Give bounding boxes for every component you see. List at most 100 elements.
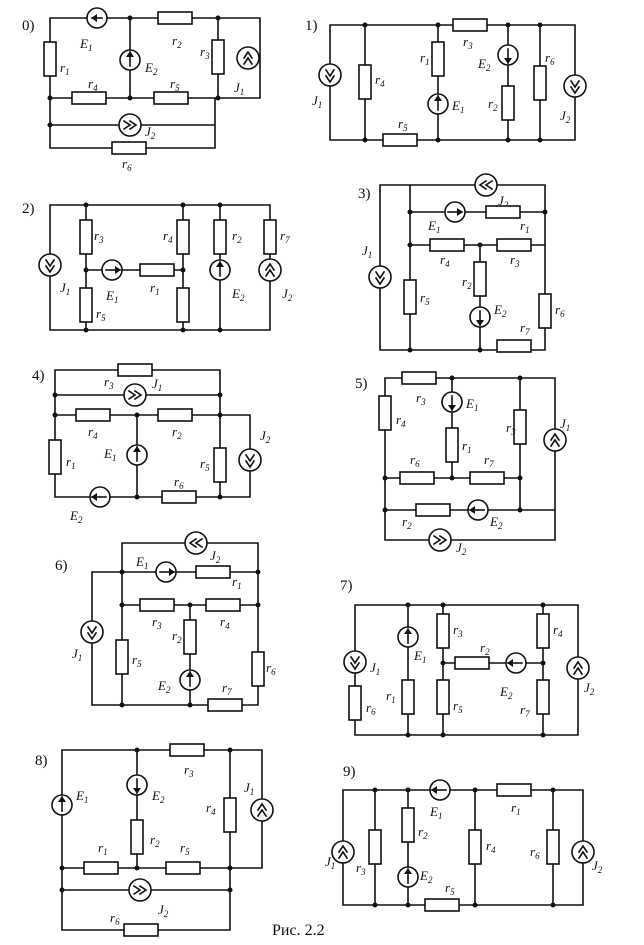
svg-text:r3: r3 (184, 762, 194, 779)
svg-text:r7: r7 (222, 680, 232, 697)
svg-text:r5: r5 (180, 840, 190, 857)
circuit-9: 9) E1 r1 r2 r4 r6 J1 r3 E2 J2 r5 (325, 764, 603, 912)
circuit-4: 4) r3 J1 r4 r2 J2 r1 E1 r5 r6 E2 (32, 363, 271, 525)
svg-text:r6: r6 (555, 302, 565, 319)
svg-text:r5: r5 (398, 116, 408, 133)
svg-text:J2: J2 (158, 902, 169, 919)
circuit-label: 1) (305, 18, 318, 34)
svg-text:r2: r2 (418, 824, 428, 841)
svg-text:r1: r1 (520, 218, 530, 235)
svg-text:r4: r4 (88, 424, 98, 441)
svg-text:r1: r1 (420, 50, 430, 67)
svg-text:r4: r4 (88, 76, 98, 93)
svg-text:r4: r4 (375, 72, 385, 89)
svg-text:E1: E1 (105, 288, 118, 305)
circuit-label: 0) (22, 18, 35, 34)
svg-text:J2: J2 (584, 680, 595, 697)
svg-text:r6: r6 (366, 700, 376, 717)
svg-text:r6: r6 (410, 452, 420, 469)
svg-text:J2: J2 (560, 108, 571, 125)
svg-text:r1: r1 (150, 280, 160, 297)
svg-text:E2: E2 (231, 286, 245, 303)
svg-text:r2: r2 (480, 640, 490, 657)
svg-text:r2: r2 (150, 832, 160, 849)
svg-text:r2: r2 (402, 514, 412, 531)
svg-text:r5: r5 (445, 880, 455, 897)
svg-text:J1: J1 (152, 376, 162, 393)
circuit-7: 7) r3 r4 r2 J1 E1 E2 J2 r6 r1 r5 r7 (340, 578, 595, 738)
svg-text:r3: r3 (416, 390, 426, 407)
svg-text:E2: E2 (144, 60, 158, 77)
svg-text:J1: J1 (560, 416, 570, 433)
svg-text:J2: J2 (592, 858, 603, 875)
svg-text:r6: r6 (266, 660, 276, 677)
svg-text:E1: E1 (103, 446, 116, 463)
svg-text:J2: J2 (498, 193, 509, 210)
svg-text:J1: J1 (362, 243, 372, 260)
svg-text:E1: E1 (465, 396, 478, 413)
svg-text:r5: r5 (453, 698, 463, 715)
svg-text:E2: E2 (157, 678, 171, 695)
svg-text:J1: J1 (60, 280, 70, 297)
svg-text:E2: E2 (69, 508, 83, 525)
svg-text:r3: r3 (152, 614, 162, 631)
svg-text:r2: r2 (172, 424, 182, 441)
svg-text:J1: J1 (234, 80, 244, 97)
svg-text:r5: r5 (132, 652, 142, 669)
svg-text:E1: E1 (451, 98, 464, 115)
svg-text:E2: E2 (151, 788, 165, 805)
svg-text:r3: r3 (94, 228, 104, 245)
circuit-label: 6) (55, 558, 68, 574)
svg-text:J2: J2 (145, 124, 156, 141)
svg-text:r3: r3 (506, 420, 516, 437)
svg-text:r2: r2 (488, 96, 498, 113)
svg-text:r3: r3 (200, 44, 210, 61)
svg-text:r1: r1 (232, 574, 242, 591)
figure-caption: Рис. 2.2 (272, 922, 325, 939)
svg-text:E2: E2 (477, 56, 491, 73)
svg-text:r6: r6 (174, 474, 184, 491)
svg-text:r1: r1 (462, 438, 472, 455)
svg-text:r3: r3 (453, 622, 463, 639)
circuit-label: 5) (355, 376, 368, 392)
circuit-label: 7) (340, 578, 353, 594)
svg-text:J1: J1 (244, 780, 254, 797)
circuit-label: 9) (343, 764, 356, 780)
circuit-6: 6) J2 E1 r1 r3 r4 r2 J1 r5 r6 E2 r7 (55, 531, 276, 712)
svg-text:E1: E1 (429, 804, 442, 821)
svg-text:r7: r7 (520, 320, 530, 337)
svg-text:J1: J1 (72, 646, 82, 663)
svg-text:r4: r4 (486, 838, 496, 855)
svg-text:r4: r4 (220, 614, 230, 631)
svg-text:E2: E2 (489, 514, 503, 531)
svg-text:r5: r5 (200, 456, 210, 473)
svg-text:r5: r5 (420, 290, 430, 307)
svg-text:r2: r2 (462, 274, 472, 291)
circuit-8: 8) r3 E1 E2 J1 r4 r2 r1 r5 J2 r6 (35, 743, 274, 937)
svg-text:r4: r4 (163, 228, 173, 245)
svg-text:E1: E1 (427, 218, 440, 235)
svg-text:J1: J1 (325, 854, 335, 871)
svg-text:r7: r7 (484, 452, 494, 469)
svg-text:r6: r6 (122, 156, 132, 173)
svg-text:J2: J2 (456, 540, 467, 557)
svg-text:r7: r7 (280, 228, 290, 245)
svg-text:r1: r1 (66, 454, 76, 471)
svg-text:r4: r4 (553, 622, 563, 639)
svg-text:r1: r1 (511, 800, 521, 817)
svg-text:r3: r3 (463, 34, 473, 51)
svg-text:r1: r1 (386, 688, 396, 705)
svg-text:E2: E2 (499, 684, 513, 701)
svg-text:r7: r7 (520, 702, 530, 719)
svg-text:E1: E1 (79, 36, 92, 53)
circuit-2: 2) r3 r4 r2 r7 E1 r1 J1 E2 J2 r5 (22, 201, 293, 333)
svg-text:E2: E2 (419, 868, 433, 885)
svg-text:r1: r1 (60, 60, 70, 77)
svg-text:r3: r3 (356, 860, 366, 877)
svg-text:J2: J2 (210, 548, 221, 565)
svg-text:r5: r5 (170, 76, 180, 93)
svg-text:r6: r6 (545, 50, 555, 67)
circuit-1: 1) r3 J1 r4 r1 E1 E2 r2 r6 J2 r5 (305, 18, 587, 147)
circuit-3: 3) J2 E1 r1 J1 r4 r3 r2 r5 E2 r6 r7 (358, 173, 565, 353)
